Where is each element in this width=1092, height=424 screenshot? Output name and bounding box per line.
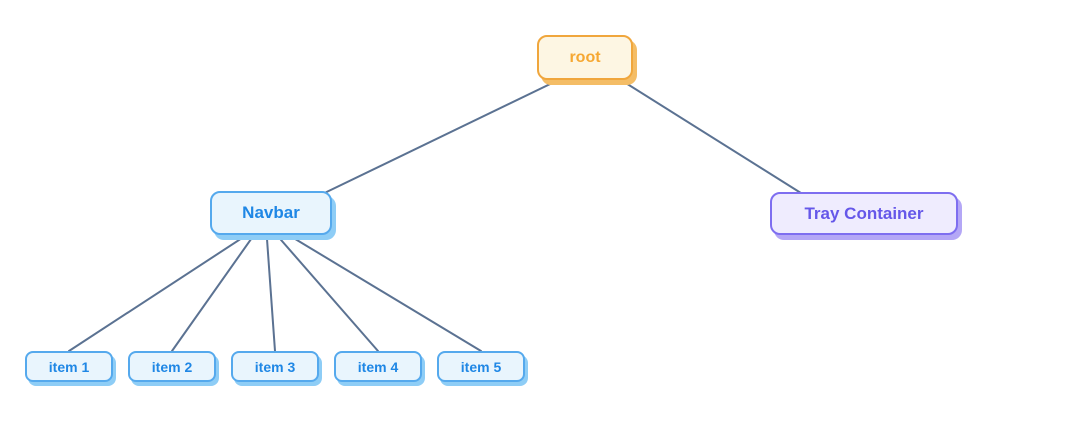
tree-node-label: item 3 <box>254 358 296 375</box>
tree-node-label: item 2 <box>151 358 193 375</box>
tree-node-item-1[interactable]: item 1 <box>25 351 113 382</box>
tree-edge-root-tray-container <box>604 69 821 206</box>
tree-node-root[interactable]: root <box>537 35 633 80</box>
tree-edge-navbar-item-5 <box>271 224 482 352</box>
tree-node-label: item 5 <box>460 358 502 375</box>
tree-edge-navbar-item-1 <box>68 224 263 352</box>
tree-edge-navbar-item-4 <box>267 224 379 352</box>
tree-node-label: Tray Container <box>804 203 924 223</box>
tree-edge-root-navbar <box>309 71 576 201</box>
tree-node-item-5[interactable]: item 5 <box>437 351 525 382</box>
tree-node-item-2[interactable]: item 2 <box>128 351 216 382</box>
tree-node-item-3[interactable]: item 3 <box>231 351 319 382</box>
tree-edge-navbar-item-3 <box>265 224 276 352</box>
tree-node-label: root <box>569 48 601 66</box>
tree-node-tray-container[interactable]: Tray Container <box>770 192 958 235</box>
tree-node-label: item 4 <box>357 358 399 375</box>
tree-node-label: Navbar <box>242 203 300 222</box>
tree-node-item-4[interactable]: item 4 <box>334 351 422 382</box>
tree-edge-navbar-item-2 <box>171 224 262 352</box>
tree-node-label: item 1 <box>48 358 90 375</box>
tree-node-navbar[interactable]: Navbar <box>210 191 332 235</box>
